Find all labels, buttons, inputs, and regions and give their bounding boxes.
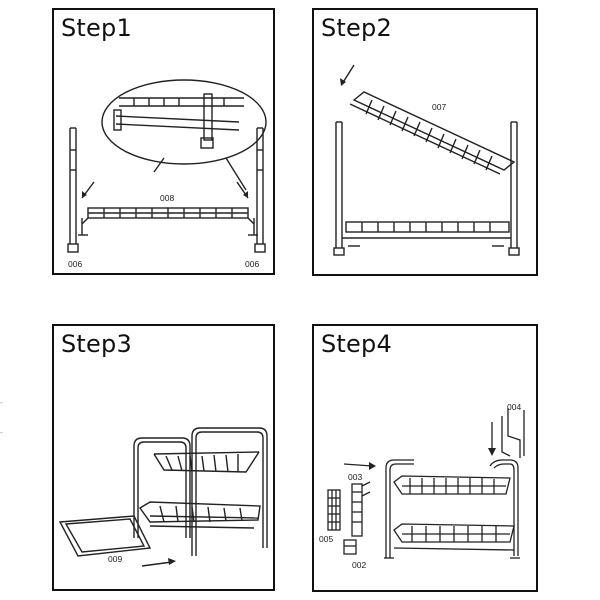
detail-zoom-circle <box>101 79 267 165</box>
right-pole <box>254 127 266 253</box>
step4-illustration <box>327 408 525 559</box>
lower-basket <box>138 501 261 529</box>
step2-illustration <box>333 64 520 256</box>
step1-panel: Step1 <box>52 8 275 275</box>
margin-mark: - <box>0 398 3 407</box>
part-label-008: 008 <box>160 193 175 203</box>
part-label-006-right: 006 <box>245 259 260 269</box>
part-label-007: 007 <box>432 102 447 112</box>
rack-frame <box>133 427 268 556</box>
assembled-rack <box>384 459 520 559</box>
part-label-005: 005 <box>319 534 334 544</box>
cup-holder <box>351 481 371 537</box>
zoom-detail <box>113 93 244 149</box>
part-label-009: 009 <box>108 554 123 564</box>
margin-mark: - <box>0 428 3 437</box>
right-pole <box>508 121 520 256</box>
step3-panel: Step3 <box>52 324 275 591</box>
bracket-part <box>343 539 357 555</box>
step2-panel: Step2 <box>312 8 538 276</box>
bottom-rack <box>78 207 258 236</box>
part-label-006-left: 006 <box>68 259 83 269</box>
slide-arrow <box>141 561 173 567</box>
part-label-004: 004 <box>507 402 522 412</box>
step4-title: Step4 <box>321 330 392 358</box>
right-arrow <box>343 463 373 467</box>
top-rack <box>349 91 516 175</box>
part-label-003: 003 <box>348 472 363 482</box>
drip-tray <box>58 515 152 557</box>
upper-basket <box>153 451 260 473</box>
hook-part <box>501 408 525 458</box>
bottom-rack <box>342 221 511 247</box>
step3-title: Step3 <box>61 330 132 358</box>
part-label-002: 002 <box>352 560 367 570</box>
step2-title: Step2 <box>321 14 392 42</box>
utensil-holder <box>327 489 341 531</box>
step1-illustration <box>67 79 267 253</box>
step1-title: Step1 <box>61 14 132 42</box>
left-pole <box>67 127 79 253</box>
step3-illustration <box>58 427 268 567</box>
left-pole <box>333 121 345 256</box>
step4-panel: Step4 <box>312 324 538 592</box>
